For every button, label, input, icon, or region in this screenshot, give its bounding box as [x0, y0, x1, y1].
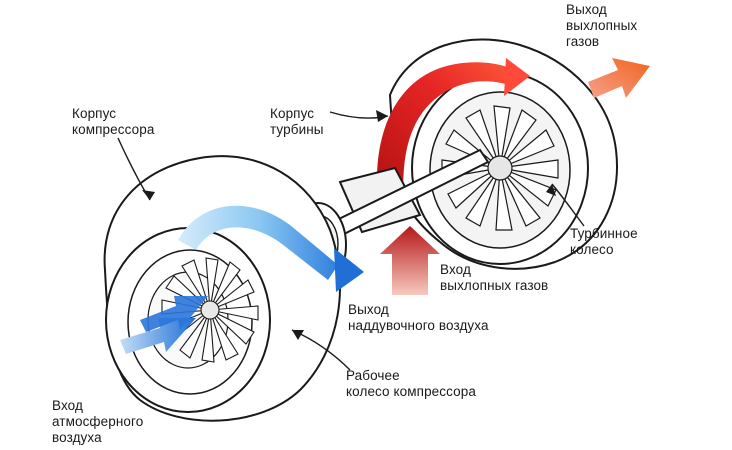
- label-compressor-wheel: Рабочее колесо компрессора: [346, 368, 476, 399]
- leader-arrowheads: [142, 110, 556, 340]
- exhaust-flow-arrow: [376, 62, 520, 206]
- exhaust-outlet-arrow: [588, 58, 650, 98]
- label-boost-air-outlet: Выход наддувочного воздуха: [348, 302, 489, 333]
- label-atmospheric-air-inlet: Вход атмосферного воздуха: [52, 398, 144, 445]
- label-compressor-housing: Корпус компрессора: [72, 106, 155, 137]
- intake-air-arrows: [120, 296, 208, 354]
- label-turbine-wheel: Турбинное колесо: [570, 226, 638, 257]
- exhaust-flow-arrowhead: [504, 58, 530, 96]
- label-turbine-housing: Корпус турбины: [270, 106, 324, 137]
- exhaust-inlet-arrow: [380, 226, 440, 295]
- label-exhaust-inlet: Вход выхлопных газов: [440, 262, 549, 293]
- label-exhaust-outlet: Выход выхлопных газов: [566, 2, 638, 49]
- compressed-air-arrowhead: [334, 248, 364, 292]
- compressed-air-flow: [178, 205, 338, 280]
